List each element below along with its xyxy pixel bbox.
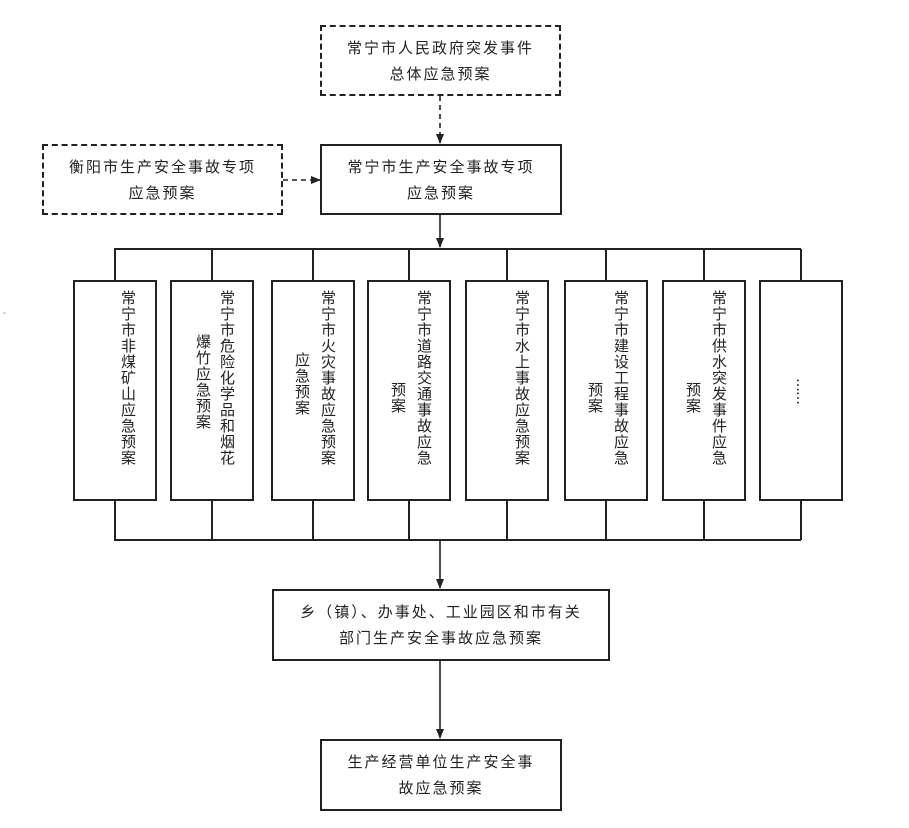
plan-box-col2: 预案 <box>586 382 604 414</box>
plan-box-col2: 爆竹应急预案 <box>194 334 212 430</box>
plan-box-water-supply: 常宁市供水突发事件应急 预案 <box>662 280 746 501</box>
edge-mark: ˇ <box>2 312 7 323</box>
city-special-plan-box: 常宁市生产安全事故专项 应急预案 <box>320 144 562 215</box>
township-plan-line2: 部门生产安全事故应急预案 <box>338 629 543 647</box>
township-plan-line1: 乡（镇）、办事处、工业园区和市有关 <box>300 603 582 621</box>
plan-box-more: …… <box>759 280 843 501</box>
plan-box-col2: 常宁市水上事故应急预案 <box>513 290 531 466</box>
plan-box-col1: 常宁市供水突发事件应急 <box>710 290 728 466</box>
plan-box-col2: 应急预案 <box>293 352 311 416</box>
plans-top-stubs <box>114 249 802 280</box>
plan-box-fire-accident: 常宁市火灾事故应急预案 应急预案 <box>271 280 355 501</box>
plan-box-non-coal-mine: 常宁市非煤矿山应急预案 <box>73 280 157 501</box>
enterprise-plan-line2: 故应急预案 <box>398 779 484 797</box>
plans-bottom-stubs <box>114 501 802 540</box>
city-special-plan-line1: 常宁市生产安全事故专项 <box>347 157 535 176</box>
plan-box-col2: 预案 <box>684 382 702 414</box>
plan-box-hazardous-chemicals: 常宁市危险化学品和烟花 爆竹应急预案 <box>170 280 254 501</box>
city-general-plan-line1: 常宁市人民政府突发事件 <box>346 38 534 57</box>
hengyang-special-plan-box: 衡阳市生产安全事故专项 应急预案 <box>42 144 283 215</box>
enterprise-plan-line1: 生产经营单位生产安全事 <box>347 753 535 771</box>
hengyang-special-plan-line1: 衡阳市生产安全事故专项 <box>68 157 256 176</box>
plan-box-water-accident: 常宁市水上事故应急预案 <box>465 280 549 501</box>
plan-box-col1: 常宁市火灾事故应急预案 <box>319 290 337 466</box>
plan-box-road-traffic: 常宁市道路交通事故应急 预案 <box>367 280 451 501</box>
city-general-plan-box: 常宁市人民政府突发事件 总体应急预案 <box>320 25 561 96</box>
plan-box-col1: 常宁市危险化学品和烟花 <box>218 290 236 466</box>
city-general-plan-line2: 总体应急预案 <box>389 64 492 83</box>
ellipsis-wrap: …… <box>761 282 841 499</box>
plan-box-col1: 常宁市道路交通事故应急 <box>415 290 433 466</box>
township-plan-box: 乡（镇）、办事处、工业园区和市有关 部门生产安全事故应急预案 <box>272 589 610 661</box>
plan-box-col2: 预案 <box>389 382 407 414</box>
plan-box-col1: 常宁市建设工程事故应急 <box>612 290 630 466</box>
plan-box-construction: 常宁市建设工程事故应急 预案 <box>564 280 648 501</box>
city-special-plan-line2: 应急预案 <box>406 183 475 202</box>
plan-box-col2: 常宁市非煤矿山应急预案 <box>119 290 137 466</box>
enterprise-plan-box: 生产经营单位生产安全事 故应急预案 <box>320 739 562 811</box>
hengyang-special-plan-line2: 应急预案 <box>128 183 197 202</box>
more-ellipsis: …… <box>793 377 809 404</box>
